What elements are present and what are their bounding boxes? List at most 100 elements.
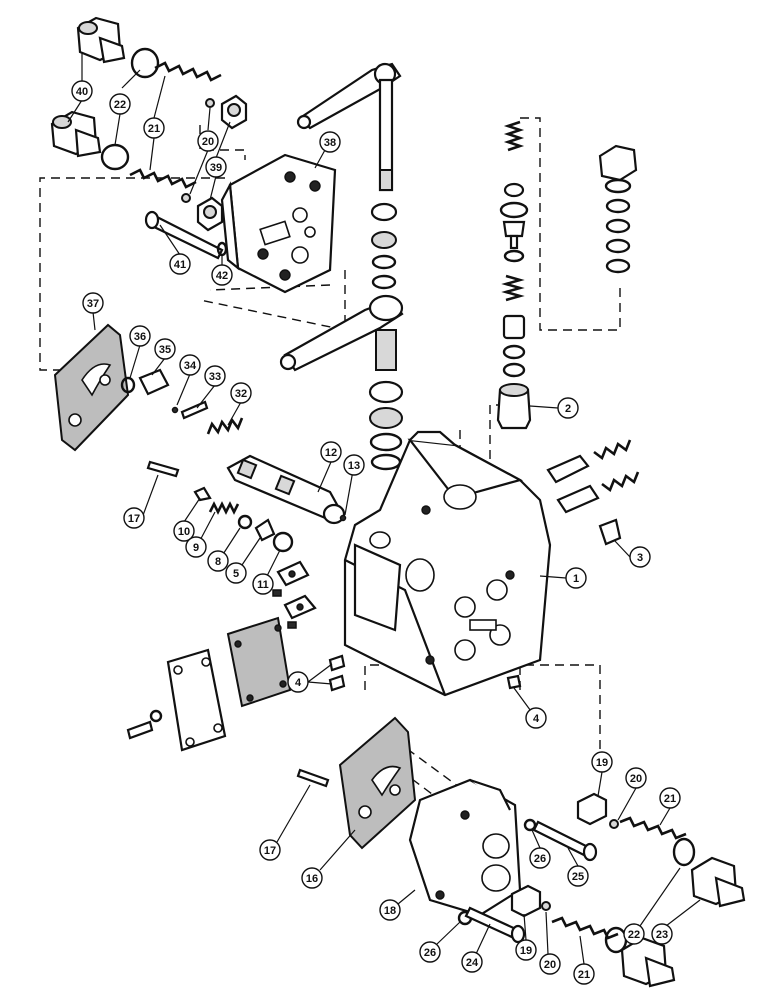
- svg-text:36: 36: [134, 331, 146, 343]
- o-ring-22-middle: [672, 837, 696, 867]
- svg-text:20: 20: [202, 136, 214, 148]
- gasket-16: [338, 716, 417, 850]
- svg-text:34: 34: [184, 360, 197, 372]
- callout-22-lower: 22: [623, 923, 645, 945]
- shaft-seal-stack: [370, 202, 398, 290]
- callout-3: 3: [629, 546, 651, 568]
- washer-8: [237, 514, 253, 530]
- svg-text:8: 8: [215, 556, 221, 568]
- svg-text:11: 11: [257, 579, 269, 591]
- pin-lower-small: [287, 621, 297, 629]
- callout-2: 2: [557, 397, 579, 419]
- spring-21-middle: [619, 816, 687, 840]
- svg-text:1: 1: [573, 573, 579, 585]
- callout-22-upper-left: 22: [109, 93, 131, 115]
- lock-washer: [149, 709, 163, 723]
- plug-and-rings-stack: [598, 144, 638, 274]
- bolt-41: [144, 210, 224, 260]
- svg-text:4: 4: [295, 677, 302, 689]
- callout-20-upper-left: 20: [197, 130, 219, 152]
- spring-21-lower: [129, 168, 197, 189]
- fitting-23-lower: [620, 936, 676, 988]
- fitting-40-upper: [76, 16, 126, 64]
- svg-text:10: 10: [178, 526, 190, 538]
- svg-text:19: 19: [520, 945, 532, 957]
- svg-text:13: 13: [348, 460, 360, 472]
- svg-text:5: 5: [233, 568, 239, 580]
- svg-text:2: 2: [565, 403, 571, 415]
- callout-33: 33: [204, 365, 226, 387]
- callout-4-right: 4: [525, 707, 547, 729]
- spool-12: [226, 454, 346, 525]
- callout-17-upper: 17: [123, 507, 145, 529]
- callout-12: 12: [320, 441, 342, 463]
- bolt-24: [464, 906, 526, 944]
- svg-text:35: 35: [159, 344, 171, 356]
- svg-text:38: 38: [324, 137, 336, 149]
- svg-text:21: 21: [578, 969, 590, 981]
- svg-text:39: 39: [210, 162, 222, 174]
- callout-1: 1: [565, 567, 587, 589]
- cam-arm-lower: [283, 594, 317, 620]
- gasket-37: [53, 323, 130, 452]
- svg-text:17: 17: [128, 513, 140, 525]
- svg-text:37: 37: [87, 298, 99, 310]
- callout-21-middle: 21: [659, 787, 681, 809]
- relief-valve-stack-2: [496, 120, 532, 430]
- svg-text:25: 25: [572, 871, 584, 883]
- detent-plunger-upper: [546, 439, 632, 484]
- plug-3: [598, 518, 622, 546]
- svg-text:22: 22: [114, 99, 126, 111]
- cap-screw: [126, 720, 154, 740]
- ball-20-lower-right: [541, 901, 551, 911]
- callout-26-upper: 26: [529, 847, 551, 869]
- svg-text:21: 21: [148, 123, 160, 135]
- valve-body-1: [343, 430, 552, 697]
- callout-42: 42: [211, 264, 233, 286]
- pin-33: [180, 400, 209, 420]
- callout-19-upper: 19: [591, 751, 613, 773]
- callout-4-left: 4: [287, 671, 309, 693]
- spring-21-upper: [154, 61, 222, 82]
- svg-text:22: 22: [628, 929, 640, 941]
- lower-shaft-stack: [368, 329, 404, 471]
- callout-20-middle: 20: [625, 767, 647, 789]
- o-ring-22-lower: [100, 143, 130, 171]
- callout-39: 39: [205, 156, 227, 178]
- spring-32: [206, 417, 244, 435]
- pin-17-lower: [296, 768, 330, 788]
- spring-9: [208, 501, 240, 515]
- svg-text:33: 33: [209, 371, 221, 383]
- cover-38: [220, 153, 337, 294]
- callout-34: 34: [179, 354, 201, 376]
- callout-41: 41: [169, 253, 191, 275]
- svg-text:24: 24: [466, 957, 479, 969]
- callout-8: 8: [207, 550, 229, 572]
- pin-upper-small: [272, 589, 282, 597]
- bolt-25: [532, 820, 598, 862]
- svg-text:20: 20: [544, 959, 556, 971]
- svg-text:26: 26: [534, 853, 546, 865]
- callout-16: 16: [301, 867, 323, 889]
- upper-lever-arm: [296, 62, 402, 130]
- callout-40: 40: [71, 80, 93, 102]
- callout-19-lower: 19: [515, 939, 537, 961]
- svg-text:12: 12: [325, 447, 337, 459]
- callout-21-lower: 21: [573, 963, 595, 985]
- lower-lever-arm: [279, 294, 404, 372]
- ball-20-lower: [181, 193, 191, 203]
- svg-text:23: 23: [656, 929, 668, 941]
- o-ring-22-upper: [130, 47, 160, 79]
- callout-11: 11: [252, 573, 274, 595]
- callout-9: 9: [185, 536, 207, 558]
- ball-34: [171, 406, 179, 414]
- fitting-23-upper: [690, 856, 746, 908]
- callout-17-lower: 17: [259, 839, 281, 861]
- o-ring-11: [272, 531, 294, 553]
- ball-20-upper: [205, 98, 215, 108]
- callout-23: 23: [651, 923, 673, 945]
- svg-text:32: 32: [235, 388, 247, 400]
- svg-text:41: 41: [174, 259, 186, 271]
- sleeve-35: [138, 368, 170, 396]
- clip-10: [193, 486, 212, 502]
